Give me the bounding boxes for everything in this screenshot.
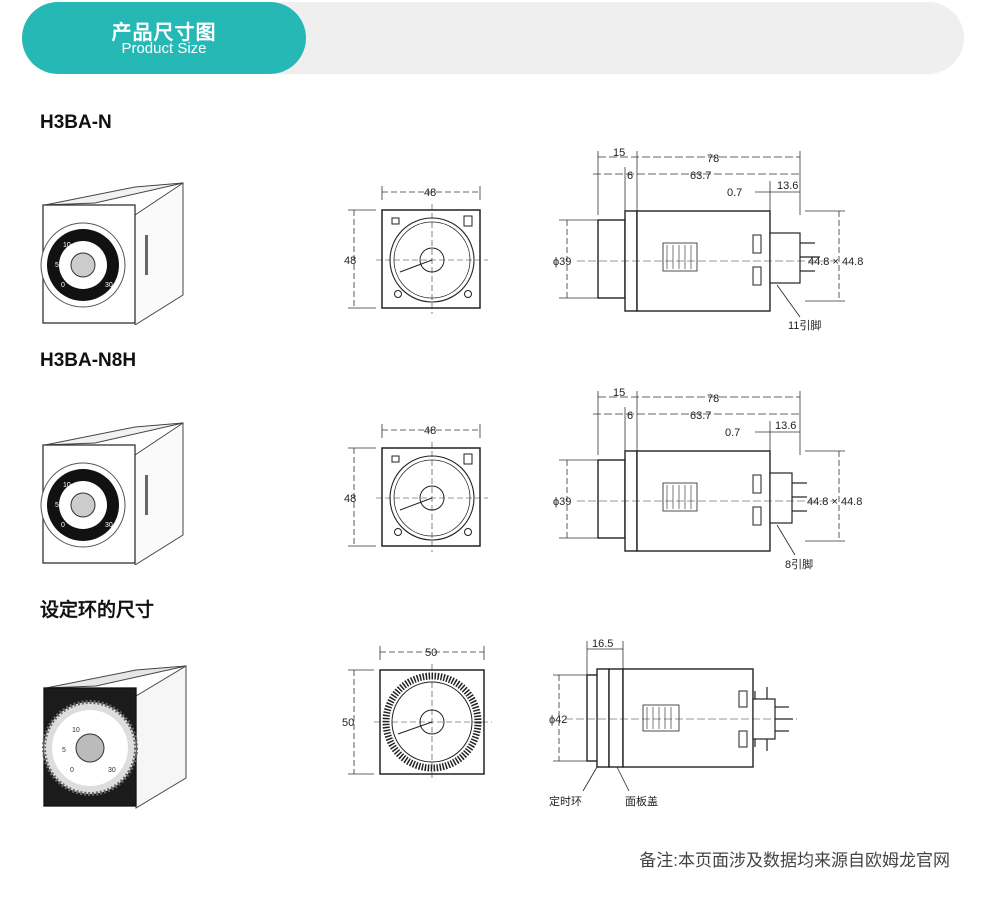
front-width-label: 48 (424, 187, 436, 199)
pin-count-label: 11引脚 (788, 318, 821, 332)
header-title-en: Product Size (121, 40, 207, 57)
dim-socket: 44.8 × 44.8 (808, 256, 863, 268)
svg-text:30: 30 (105, 282, 113, 289)
front-height-label: 50 (342, 717, 354, 729)
svg-text:0: 0 (70, 767, 74, 774)
svg-text:30: 30 (105, 522, 113, 529)
svg-text:5: 5 (62, 747, 66, 754)
header-title-cn: 产品尺寸图 (111, 22, 217, 44)
dim-63-7: 63.7 (690, 170, 711, 182)
dim-0-7: 0.7 (727, 187, 742, 199)
front-width-label: 50 (425, 647, 437, 659)
svg-text:30: 30 (108, 767, 116, 774)
svg-text:5: 5 (55, 262, 59, 269)
dim-16-5: 16.5 (592, 638, 613, 650)
front-height-label: 48 (344, 255, 356, 267)
dim-0-7: 0.7 (725, 427, 740, 439)
setting-ring-label: 定时环 (549, 794, 582, 808)
svg-text:5: 5 (55, 502, 59, 509)
dim-dia: ϕ39 (553, 256, 571, 268)
side-view-setting-ring: 16.5 ϕ42 定时环 面板盖 (549, 638, 797, 808)
footer-note: 备注:本页面涉及数据均来源自欧姆龙官网 (639, 851, 950, 870)
section-title-h3ba-n8h: H3BA-N8H (40, 350, 137, 371)
front-height-label: 48 (344, 493, 356, 505)
dim-15: 15 (613, 387, 625, 399)
product-photo-h3ba-n8h: 10 5 0 30 (40, 422, 184, 565)
dim-63-7: 63.7 (690, 410, 711, 422)
section-title-h3ba-n: H3BA-N (40, 112, 112, 133)
side-view-h3ba-n8h: 15 78 6 63.7 0.7 13.6 ϕ39 44.8 × 44.8 8引… (553, 387, 862, 571)
front-view-setting-ring: 50 50 (342, 646, 492, 778)
product-photo-h3ba-n: 10 5 0 30 (40, 182, 184, 325)
product-photo-setting-ring: 10 5 0 30 (42, 665, 187, 809)
dim-13-6: 13.6 (777, 180, 798, 192)
front-width-label: 48 (424, 425, 436, 437)
section-title-setting-ring: 设定环的尺寸 (40, 600, 155, 621)
svg-text:10: 10 (63, 242, 71, 249)
dim-78: 78 (707, 153, 719, 165)
front-view-h3ba-n8h: 48 48 (344, 424, 488, 552)
dim-78: 78 (707, 393, 719, 405)
panel-cover-label: 面板盖 (625, 794, 658, 808)
svg-text:0: 0 (61, 282, 65, 289)
dim-13-6: 13.6 (775, 420, 796, 432)
header-pill: 产品尺寸图 Product Size (22, 2, 306, 74)
dim-socket: 44.8 × 44.8 (807, 496, 862, 508)
svg-text:10: 10 (63, 482, 71, 489)
front-view-h3ba-n: 48 48 (344, 186, 488, 314)
dim-dia: ϕ42 (549, 714, 567, 726)
dim-15: 15 (613, 147, 625, 159)
svg-text:10: 10 (72, 727, 80, 734)
pin-count-label: 8引脚 (785, 557, 813, 571)
side-view-h3ba-n: 15 78 6 63.7 0.7 13.6 ϕ39 44.8 × 44.8 11… (553, 147, 863, 332)
svg-text:0: 0 (61, 522, 65, 529)
dim-6: 6 (627, 410, 633, 422)
dim-dia: ϕ39 (553, 496, 571, 508)
dim-6: 6 (627, 170, 633, 182)
